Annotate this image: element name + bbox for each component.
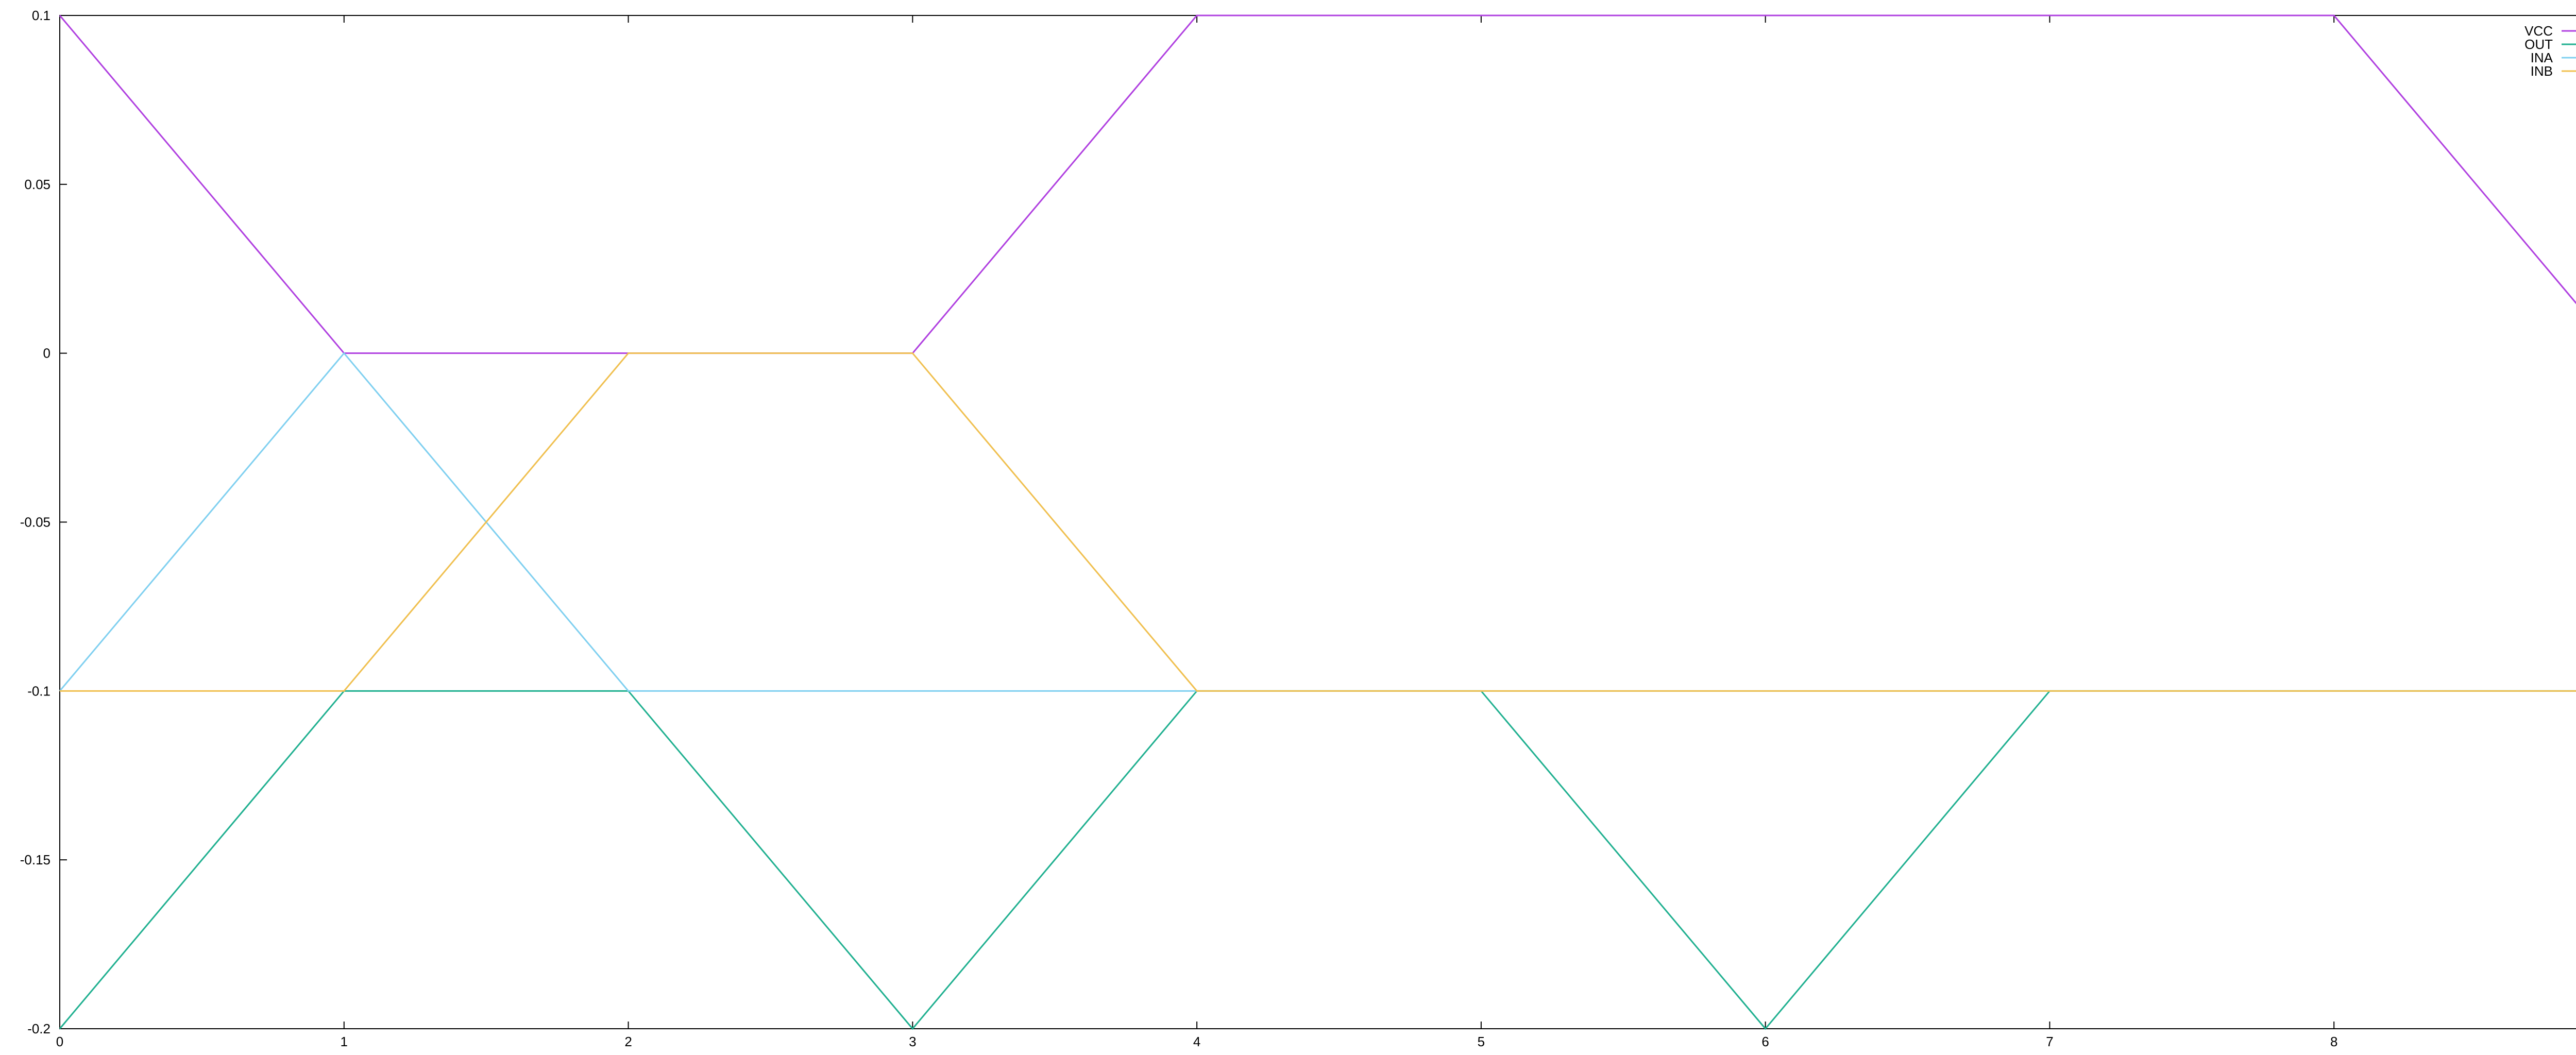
x-tick-label: 1 <box>341 1034 348 1049</box>
series-line-vcc <box>59 14 2576 354</box>
plot-frame <box>59 15 2576 1029</box>
y-tick-label: -0.05 <box>20 515 50 530</box>
x-tick-label: 2 <box>624 1034 632 1049</box>
series-line-out <box>59 690 2576 1030</box>
legend-label-ina: INA <box>2531 50 2553 65</box>
y-tick-label: -0.1 <box>27 683 50 699</box>
tick-marks <box>59 15 2335 1029</box>
legend-label-vcc: VCC <box>2524 23 2553 39</box>
y-tick-label: 0.05 <box>24 177 50 192</box>
x-tick-label: 3 <box>909 1034 916 1049</box>
x-tick-label: 4 <box>1193 1034 1200 1049</box>
series-line-inb <box>60 352 2576 692</box>
series-lines <box>59 14 2576 1030</box>
legend-label-out: OUT <box>2524 37 2553 52</box>
x-tick-label: 6 <box>1761 1034 1769 1049</box>
x-tick-label: 5 <box>1478 1034 1485 1049</box>
legend-label-inb: INB <box>2531 63 2553 79</box>
x-tick-label: 7 <box>2046 1034 2053 1049</box>
y-tick-label: -0.2 <box>27 1021 50 1036</box>
x-tick-label: 8 <box>2330 1034 2337 1049</box>
y-tick-label: 0 <box>43 346 50 361</box>
x-tick-labels: 0123456789 <box>56 1034 2338 1049</box>
y-tick-labels: 0.1 0.05 0 -0.05 -0.1 -0.15 -0.2 <box>20 8 50 1036</box>
y-tick-label: 0.1 <box>32 8 50 23</box>
x-tick-label: 0 <box>56 1034 63 1049</box>
y-tick-label: -0.15 <box>20 852 50 867</box>
series-line-ina <box>59 352 2576 692</box>
